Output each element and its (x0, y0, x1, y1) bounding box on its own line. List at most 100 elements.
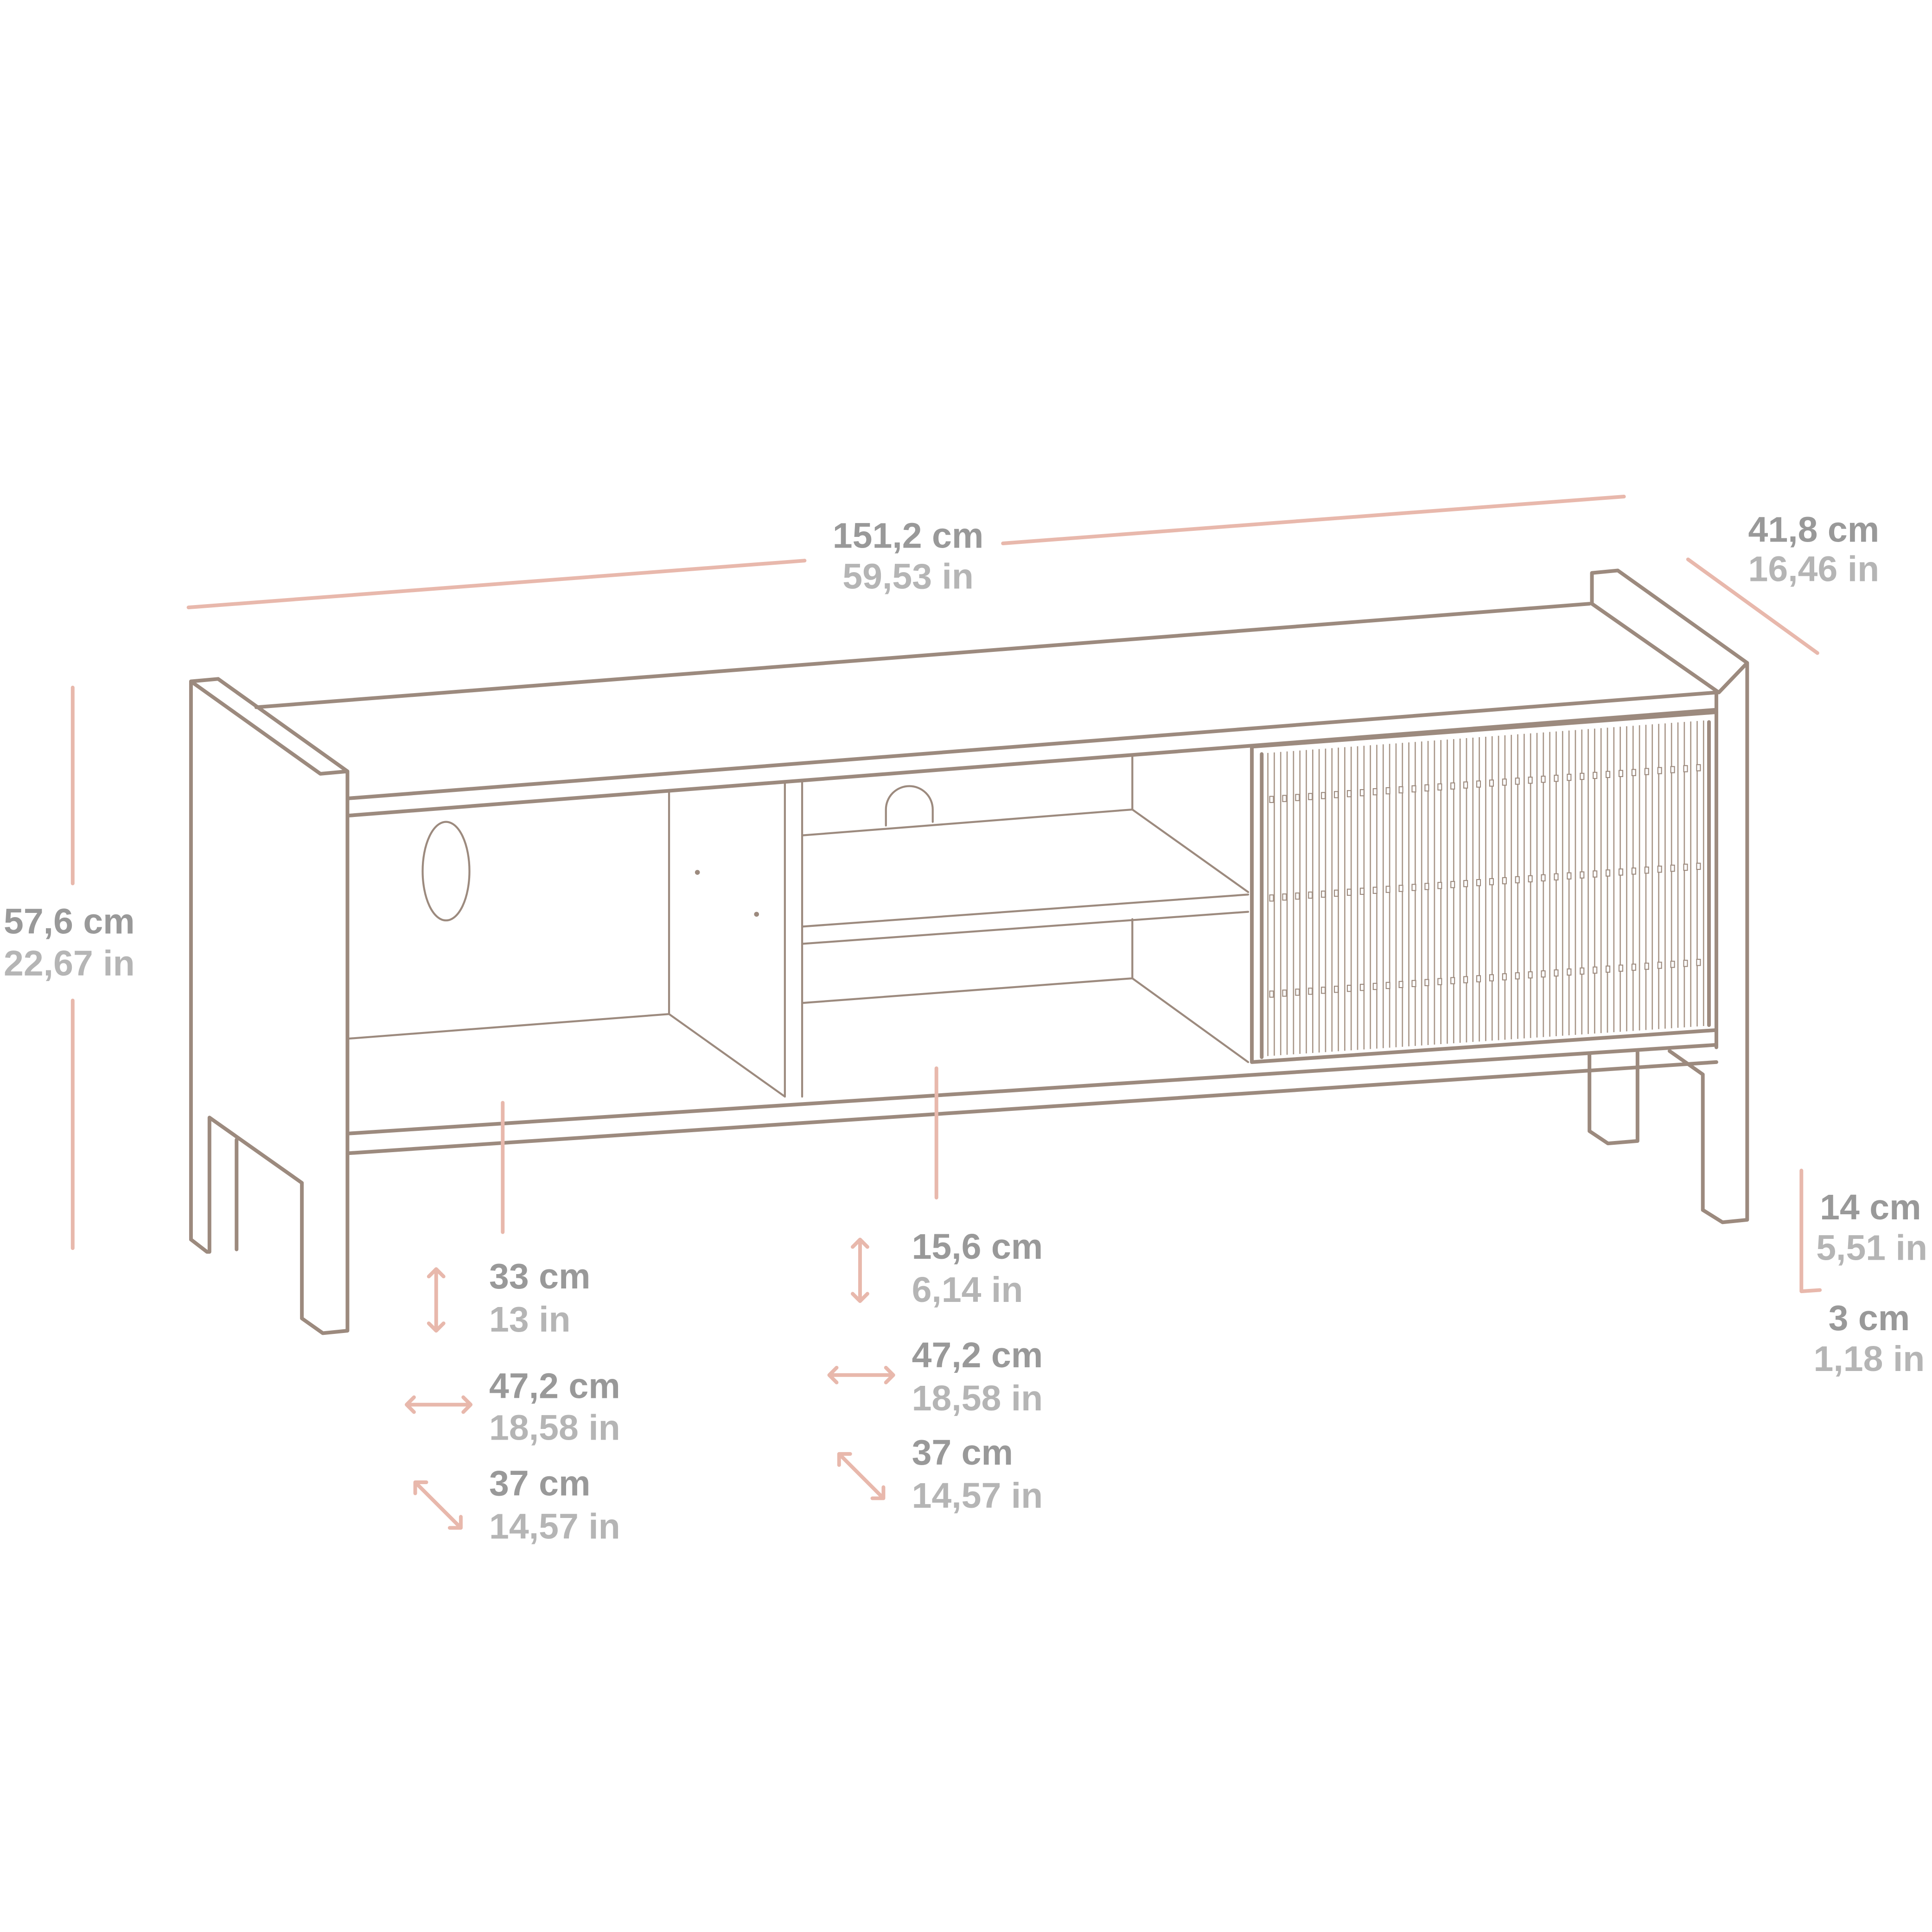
middle-depth-cm: 37 cm (912, 1433, 1013, 1473)
slat-binding (1334, 986, 1339, 993)
slat-binding (1424, 979, 1429, 986)
height-in: 22,67 in (4, 944, 135, 983)
slat-binding (1437, 783, 1442, 791)
slat-binding (1385, 886, 1390, 893)
slat-binding (1437, 978, 1442, 985)
width-dimension-line (1001, 494, 1626, 545)
slat-binding (1489, 974, 1494, 982)
slat-binding (1657, 767, 1662, 774)
slat-binding (1450, 782, 1455, 790)
leg-clearance-line (1799, 1168, 1822, 1294)
left-height-cm: 33 cm (489, 1256, 590, 1296)
left-height-in: 13 in (489, 1300, 571, 1339)
slat-binding (1580, 871, 1585, 879)
diagonal-arrow-icon (413, 1480, 463, 1530)
slat-binding (1424, 883, 1429, 890)
middle-width-cm: 47,2 cm (912, 1335, 1043, 1375)
slat-binding (1644, 963, 1649, 970)
middle-width-in: 18,58 in (912, 1378, 1043, 1418)
slat-binding (1308, 891, 1313, 899)
slat-binding (1346, 984, 1352, 992)
slat-binding (1670, 766, 1675, 773)
slat-binding (1463, 880, 1468, 887)
depth-in: 16,46 in (1748, 549, 1880, 589)
slat-binding (1580, 967, 1585, 975)
shelf-pin-hole (754, 912, 759, 917)
vertical-arrow-icon (851, 1237, 869, 1303)
slat-binding (1541, 874, 1546, 882)
slat-binding (1657, 962, 1662, 969)
slat-binding (1372, 886, 1377, 894)
slat-binding (1670, 961, 1675, 968)
slat-binding (1385, 787, 1390, 795)
slat-binding (1515, 778, 1520, 785)
left-depth-cm: 37 cm (489, 1463, 590, 1503)
slat-binding (1359, 887, 1365, 895)
slat-binding (1593, 772, 1598, 779)
slat-binding (1631, 769, 1636, 776)
dimension-labels: 151,2 cm 59,53 in 41,8 cm 16,46 in 57,6 … (4, 510, 1927, 1546)
slat-binding (1528, 777, 1533, 784)
leg-clearance-cm: 14 cm (1820, 1187, 1921, 1227)
slat-binding (1308, 793, 1313, 800)
slat-binding (1618, 868, 1624, 876)
slat-binding (1398, 885, 1403, 892)
slat-binding (1489, 878, 1494, 886)
slat-binding (1437, 882, 1442, 889)
slat-binding (1476, 975, 1481, 982)
slat-binding (1450, 881, 1455, 888)
slat-binding (1502, 778, 1507, 786)
width-cm: 151,2 cm (833, 516, 984, 556)
slat-binding (1683, 863, 1688, 871)
slat-binding (1398, 981, 1403, 988)
slat-binding (1476, 879, 1481, 886)
slat-binding (1683, 960, 1688, 967)
slat-binding (1567, 773, 1572, 781)
depth-dimension-line (1686, 557, 1819, 655)
slat-binding (1372, 982, 1377, 990)
slat-binding (1269, 894, 1274, 902)
slat-binding (1411, 785, 1416, 793)
shelf-pin-hole (695, 870, 700, 875)
slat-binding (1502, 877, 1507, 885)
slat-binding (1411, 884, 1416, 891)
slat-binding (1346, 888, 1352, 896)
right-back-leg (1588, 1050, 1639, 1146)
right-side-panel (1590, 568, 1749, 1224)
dimension-lines (70, 494, 1822, 1530)
slat-binding (1567, 968, 1572, 976)
slat-binding (1580, 772, 1585, 780)
slat-binding (1321, 987, 1326, 994)
slat-binding (1295, 892, 1300, 900)
slat-binding (1554, 969, 1559, 977)
left-width-in: 18,58 in (489, 1408, 620, 1448)
depth-cm: 41,8 cm (1748, 510, 1880, 549)
slat-binding (1269, 990, 1274, 998)
slat-binding (1295, 988, 1300, 996)
slat-binding (1670, 864, 1675, 872)
slat-binding (1657, 865, 1662, 873)
slat-binding (1644, 768, 1649, 775)
top-back-edge (254, 602, 1592, 709)
slat-binding (1515, 972, 1520, 980)
cable-hole-icon (421, 821, 471, 922)
slat-binding (1528, 971, 1533, 979)
leg-clearance-in: 5,51 in (1816, 1228, 1927, 1268)
slat-binding (1398, 786, 1403, 794)
width-in: 59,53 in (842, 556, 974, 596)
slat-binding (1696, 959, 1701, 966)
slat-binding (1515, 876, 1520, 884)
slat-binding (1631, 963, 1636, 971)
slat-binding (1411, 980, 1416, 988)
slat-binding (1631, 867, 1636, 875)
slat-binding (1567, 872, 1572, 880)
slat-binding (1696, 764, 1701, 772)
horizontal-arrow-icon (404, 1395, 473, 1414)
horizontal-arrow-icon (827, 1365, 895, 1384)
slat-binding (1321, 890, 1326, 898)
leg-thickness-cm: 3 cm (1829, 1298, 1910, 1338)
slat-binding (1528, 875, 1533, 883)
slat-binding (1606, 965, 1611, 973)
slat-binding (1644, 867, 1649, 874)
middle-compartment-shelf (801, 755, 1250, 1063)
